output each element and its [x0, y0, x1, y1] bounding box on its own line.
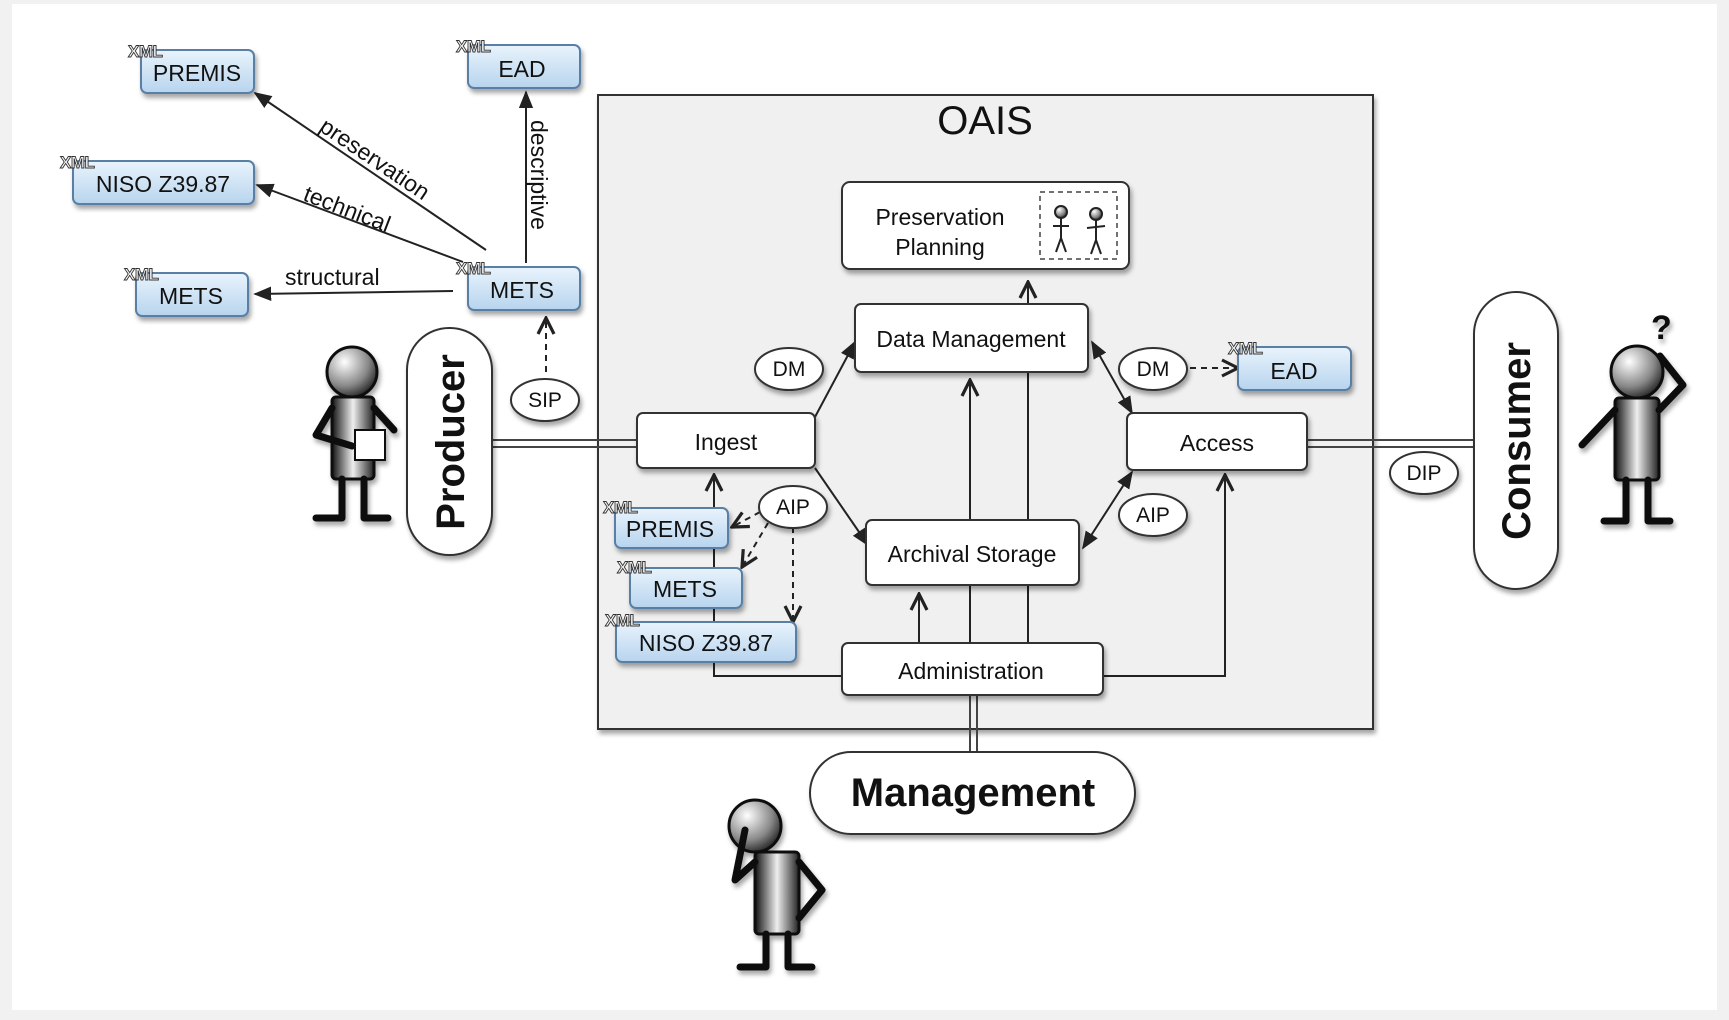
ead-top-label: EAD: [498, 56, 545, 82]
xml-doc-niso-top: NISO Z39.87 XML: [60, 153, 255, 205]
preservation-planning-box: Preservation Planning: [841, 181, 1130, 270]
functional-boxes: Preservation Planning Data Management: [636, 181, 1308, 696]
access-box: Access: [1126, 412, 1308, 471]
aip-left-label: AIP: [776, 496, 810, 519]
management-figure-icon: [727, 798, 826, 971]
xml-tag: XML: [617, 558, 652, 577]
xml-tag: XML: [124, 265, 159, 284]
producer-figure-icon: [312, 345, 398, 522]
niso-bottom-label: NISO Z39.87: [639, 630, 773, 656]
consumer-label: Consumer: [1495, 342, 1539, 540]
question-mark-icon: ?: [1651, 309, 1672, 347]
arrow-data-management-access: [1091, 340, 1133, 415]
arrow-ingest-to-data-management: [814, 340, 856, 418]
niso-top-label: NISO Z39.87: [96, 171, 230, 197]
xml-doc-premis-top: PREMIS XML: [128, 42, 255, 94]
producer-capsule: Producer: [406, 327, 493, 556]
sip-label: SIP: [528, 389, 562, 412]
ingest-label: Ingest: [695, 429, 758, 455]
dm-left-label: DM: [773, 358, 806, 381]
management-capsule: Management: [809, 751, 1136, 835]
archival-storage-label: Archival Storage: [888, 541, 1057, 567]
premis-bottom-label: PREMIS: [626, 516, 714, 542]
data-management-label: Data Management: [876, 326, 1066, 352]
xml-doc-mets-bottom: METS XML: [617, 558, 743, 609]
external-connectors: [492, 439, 1474, 752]
arrow-admin-to-access: [1103, 475, 1225, 677]
arrow-archival-storage-access: [1082, 470, 1133, 550]
dip-oval: DIP: [1389, 451, 1459, 495]
planners-frame: [1039, 191, 1118, 260]
preservation-planning-label-line1: Preservation: [875, 204, 1004, 230]
access-label: Access: [1180, 430, 1254, 456]
dm-right-label: DM: [1137, 358, 1170, 381]
mets-top-label: METS: [490, 277, 554, 303]
xml-tag: XML: [603, 498, 638, 517]
aip-left-oval: AIP: [758, 485, 828, 529]
actor-capsules: Producer Consumer Management: [406, 291, 1559, 835]
xml-tag: XML: [456, 259, 491, 278]
xml-tag: XML: [128, 42, 163, 61]
package-ovals: SIP DM DM AIP AIP DIP: [510, 347, 1459, 537]
oais-title: OAIS: [937, 99, 1033, 143]
xml-tag: XML: [605, 611, 640, 630]
administration-box: Administration: [841, 642, 1104, 696]
consumer-capsule: Consumer: [1473, 291, 1559, 590]
mets-bottom-label: METS: [653, 576, 717, 602]
premis-top-label: PREMIS: [153, 60, 241, 86]
metadata-arrows: [253, 90, 1238, 622]
management-label: Management: [851, 771, 1096, 815]
label-structural: structural: [285, 264, 380, 290]
label-descriptive: descriptive: [526, 120, 552, 230]
planner-figures-icon: [1053, 205, 1106, 255]
xml-doc-mets-left: METS XML: [124, 265, 249, 317]
administration-label: Administration: [898, 658, 1044, 684]
ead-right-label: EAD: [1270, 358, 1317, 384]
arrow-ingest-to-archival-storage: [814, 467, 870, 547]
aip-right-label: AIP: [1136, 504, 1170, 527]
xml-doc-ead-top: EAD XML: [456, 37, 581, 89]
preservation-planning-label-line2: Planning: [895, 234, 985, 260]
ingest-box: Ingest: [636, 412, 816, 469]
xml-doc-mets-top: METS XML: [456, 259, 581, 311]
producer-label: Producer: [429, 354, 473, 530]
xml-doc-premis-bottom: PREMIS XML: [603, 498, 729, 549]
xml-tag: XML: [456, 37, 491, 56]
archival-storage-box: Archival Storage: [865, 519, 1080, 586]
xml-tag: XML: [60, 153, 95, 172]
dm-right-oval: DM: [1118, 347, 1188, 391]
dm-left-oval: DM: [754, 347, 824, 391]
consumer-figure-icon: ?: [1578, 309, 1687, 525]
aip-right-oval: AIP: [1118, 493, 1188, 537]
xml-doc-ead-right: EAD XML: [1228, 339, 1352, 391]
xml-documents: PREMIS XML NISO Z39.87 XML METS XML EAD …: [60, 37, 1352, 663]
sip-oval: SIP: [510, 378, 580, 422]
xml-tag: XML: [1228, 339, 1263, 358]
xml-doc-niso-bottom: NISO Z39.87 XML: [605, 611, 797, 663]
mets-left-label: METS: [159, 283, 223, 309]
data-management-box: Data Management: [854, 303, 1089, 373]
dip-label: DIP: [1406, 462, 1441, 485]
